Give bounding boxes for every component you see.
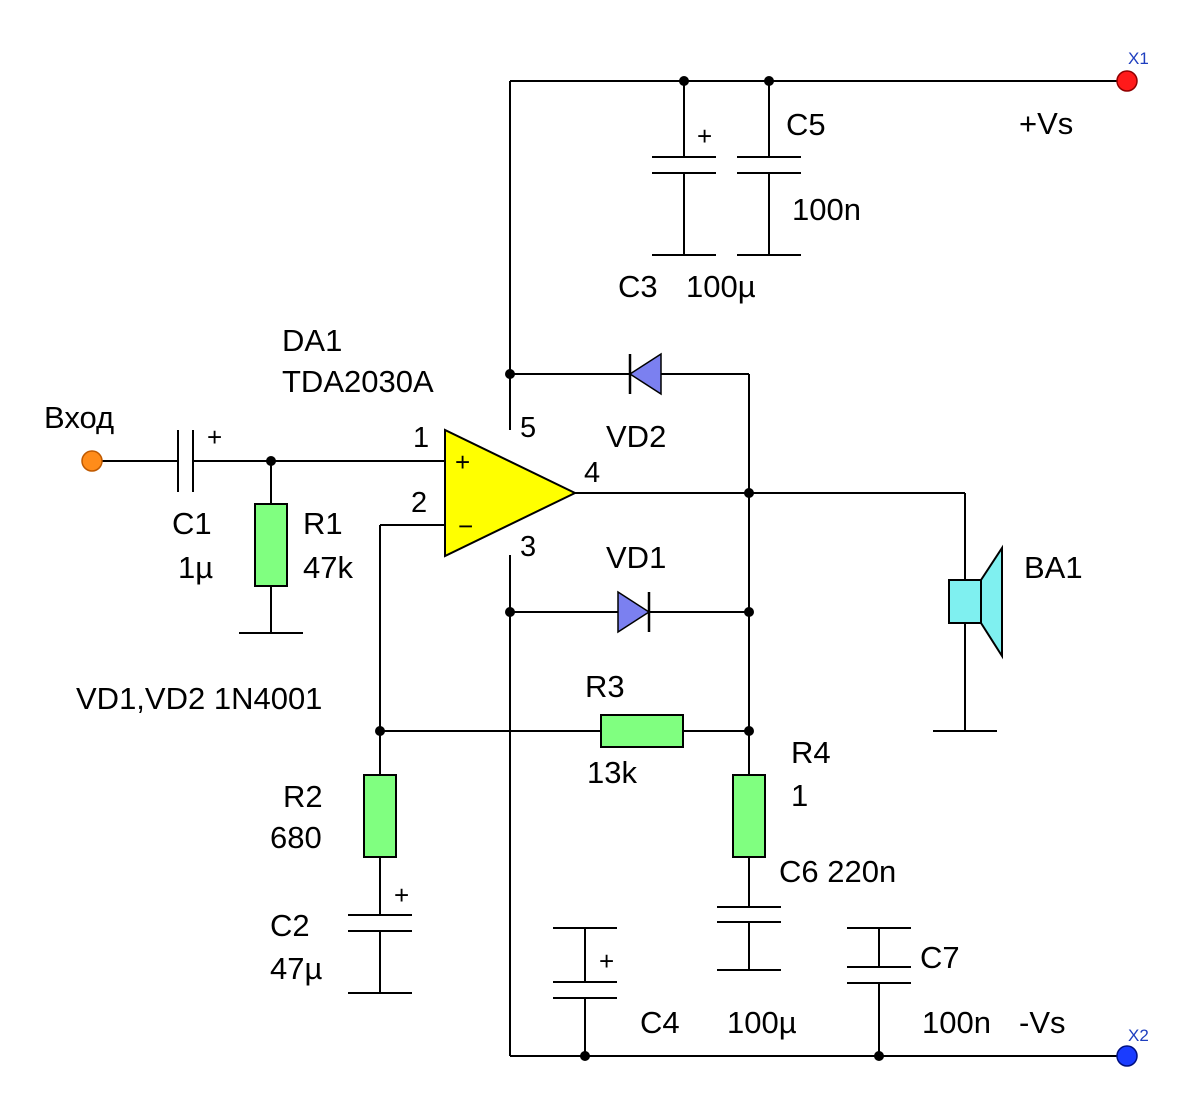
junction-dot <box>874 1051 884 1061</box>
junction-dot <box>505 369 515 379</box>
capacitor-c7 <box>847 928 911 984</box>
vd2-ref-label: VD2 <box>606 419 666 454</box>
resistor-r4 <box>732 774 766 858</box>
speaker-icon <box>948 579 982 624</box>
r2-value-label: 680 <box>270 820 322 855</box>
pin-5-label: 5 <box>520 412 536 444</box>
capacitor-c1 <box>177 430 194 492</box>
capacitor-c2 <box>348 914 412 932</box>
c7-ref-label: C7 <box>920 940 960 975</box>
resistor-r2 <box>363 774 397 858</box>
terminal-x1-icon[interactable] <box>1116 70 1138 92</box>
junction-dot <box>375 726 385 736</box>
pin-1-label: 1 <box>413 422 429 454</box>
junction-dot <box>580 1051 590 1061</box>
c4-polarity: + <box>599 946 614 976</box>
opamp-minus-symbol: − <box>458 511 473 541</box>
opamp-part-label: TDA2030A <box>282 364 434 399</box>
opamp-plus-symbol: + <box>455 447 470 477</box>
capacitor-c4 <box>553 928 617 999</box>
opamp-da1: + − <box>444 428 578 558</box>
c3-ref-label: C3 <box>618 269 658 304</box>
neg-supply-label: -Vs <box>1019 1005 1066 1040</box>
junction-dot <box>679 76 689 86</box>
terminal-x2-icon[interactable] <box>1116 1045 1138 1067</box>
speaker-cone-icon <box>980 544 1003 660</box>
diode-note-label: VD1,VD2 1N4001 <box>76 681 322 716</box>
pin-3-label: 3 <box>520 531 536 563</box>
junction-dot <box>744 726 754 736</box>
c1-value-label: 1µ <box>178 550 213 585</box>
diode-icon <box>617 590 651 634</box>
r4-ref-label: R4 <box>791 735 831 770</box>
c7-value-label: 100n <box>922 1005 991 1040</box>
c5-value-label: 100n <box>792 192 861 227</box>
resistor-r3 <box>600 714 684 748</box>
r1-ref-label: R1 <box>303 506 343 541</box>
ba1-ref-label: BA1 <box>1024 550 1083 585</box>
opamp-ref-label: DA1 <box>282 323 342 358</box>
c3-polarity: + <box>697 121 712 151</box>
wires <box>92 80 1127 1057</box>
junction-dot <box>764 76 774 86</box>
resistor-r1 <box>254 503 288 587</box>
diode-icon <box>628 352 662 396</box>
vd1-ref-label: VD1 <box>606 540 666 575</box>
terminal-x1-label: X1 <box>1128 49 1149 68</box>
r2-ref-label: R2 <box>283 779 323 814</box>
r4-value-label: 1 <box>791 778 808 813</box>
terminal-x2-label: X2 <box>1128 1026 1149 1045</box>
diode-vd2 <box>628 352 662 396</box>
junction-dot <box>505 607 515 617</box>
junction-dot <box>744 607 754 617</box>
c1-polarity: + <box>207 422 222 452</box>
capacitor-c5 <box>737 156 801 174</box>
c2-ref-label: C2 <box>270 908 310 943</box>
pos-supply-label: +Vs <box>1019 106 1073 141</box>
junctions <box>266 76 884 1061</box>
r3-ref-label: R3 <box>585 669 625 704</box>
c1-ref-label: C1 <box>172 506 212 541</box>
c4-value-label: 100µ <box>727 1005 797 1040</box>
c4-ref-label: C4 <box>640 1005 680 1040</box>
input-label: Вход <box>44 400 114 435</box>
opamp-triangle-icon <box>444 428 578 558</box>
speaker-ba1 <box>948 544 1003 660</box>
junction-dot <box>266 456 276 466</box>
capacitor-c3 <box>652 156 716 174</box>
r3-value-label: 13k <box>587 755 637 790</box>
r1-value-label: 47k <box>303 550 353 585</box>
junction-dot <box>744 488 754 498</box>
diode-vd1 <box>617 590 651 634</box>
c6-label: C6 220n <box>779 854 896 889</box>
c2-polarity: + <box>394 880 409 910</box>
c2-value-label: 47µ <box>270 951 322 986</box>
c3-value-label: 100µ <box>686 269 756 304</box>
pin-4-label: 4 <box>584 457 600 489</box>
capacitor-c6 <box>717 906 781 923</box>
input-terminal-icon[interactable] <box>81 450 103 472</box>
c5-ref-label: C5 <box>786 107 826 142</box>
pin-2-label: 2 <box>411 487 427 519</box>
